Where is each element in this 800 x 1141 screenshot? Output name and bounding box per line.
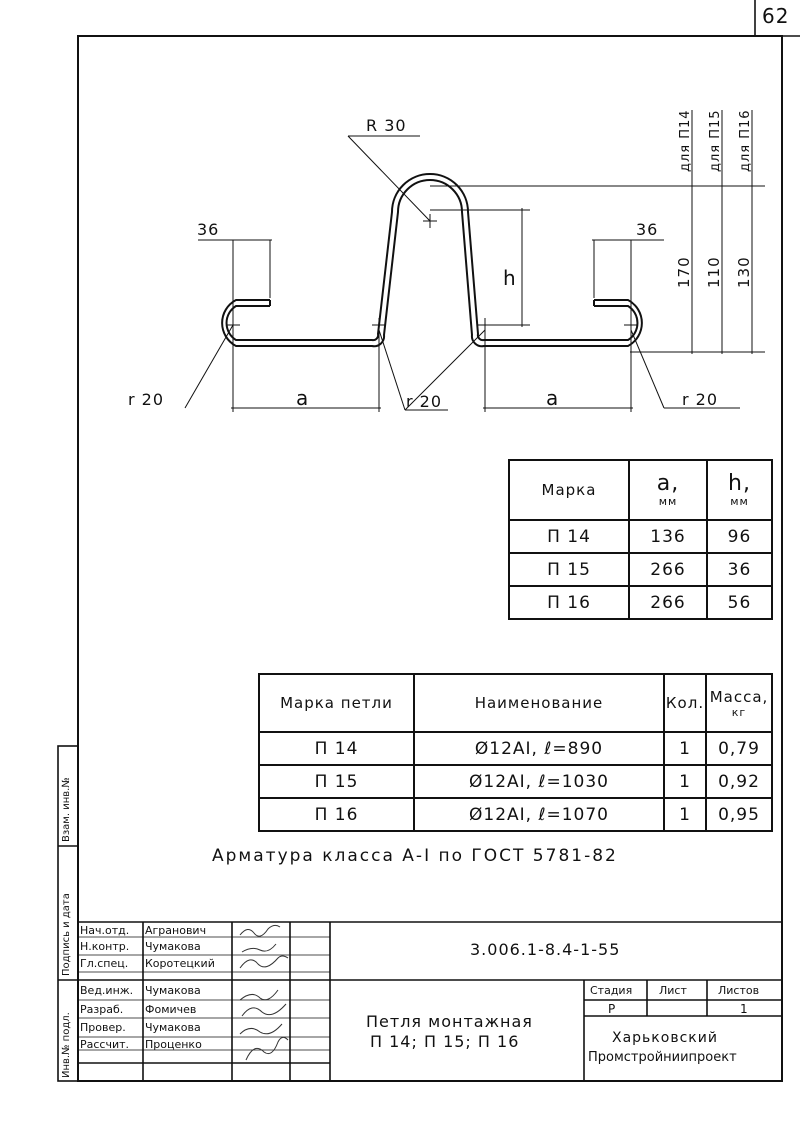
table-row: П 16 266 56 <box>508 585 773 620</box>
table-row: П 14 136 96 <box>508 519 773 554</box>
name-5: Фомичев <box>145 1003 197 1016</box>
organization-line1: Харьковский <box>612 1030 718 1046</box>
dim-a-right: a <box>546 386 560 410</box>
dimensions-table: Марка a, мм h, мм П 14 136 96 П 15 266 3… <box>508 459 773 620</box>
table-row: П 15 Ø12АI, ℓ=1030 1 0,92 <box>258 764 773 799</box>
cell-h: 96 <box>706 519 773 554</box>
side-strip-inv-no: Инв.№ подл. <box>61 1012 72 1078</box>
role-2: Н.контр. <box>80 940 130 953</box>
side-strip-signature-date: Подпись и дата <box>61 893 72 976</box>
height-label-p15: для П15 <box>708 109 723 172</box>
dim-36-left: 36 <box>197 220 220 239</box>
cell-h: 36 <box>706 552 773 587</box>
cell-mark: П 14 <box>508 519 630 554</box>
dim-a-left: a <box>296 386 310 410</box>
specification-table: Марка петли Наименование Кол. Масса, кг … <box>258 673 773 832</box>
dim-h-label: h <box>503 266 517 290</box>
header-h-symbol: h, <box>728 470 751 496</box>
reinforcement-note: Арматура класса А-I по ГОСТ 5781-82 <box>212 846 618 866</box>
header-name: Наименование <box>413 673 665 733</box>
r20-left-label: r 20 <box>128 390 165 409</box>
cell-mark: П 16 <box>508 585 630 620</box>
name-4: Чумакова <box>145 984 201 997</box>
stage-value: Р <box>608 1002 616 1016</box>
header-h: h, мм <box>706 459 773 521</box>
role-6: Провер. <box>80 1021 126 1034</box>
drawing-title-line1: Петля монтажная <box>366 1012 533 1031</box>
radius-label: R 30 <box>366 116 407 135</box>
sheet-header: Лист <box>659 984 687 997</box>
header-a-unit: мм <box>658 494 678 508</box>
cell-mass: 0,95 <box>705 797 773 832</box>
height-value-p16: 130 <box>735 256 753 288</box>
cell-mark: П 15 <box>508 552 630 587</box>
cell-a: 266 <box>628 585 708 620</box>
cell-loop-mark: П 14 <box>258 731 415 766</box>
role-1: Нач.отд. <box>80 924 130 937</box>
cell-name: Ø12АI, ℓ=1070 <box>413 797 665 832</box>
height-value-p14: 170 <box>675 256 693 288</box>
sheets-value: 1 <box>740 1002 748 1016</box>
header-qty: Кол. <box>663 673 707 733</box>
role-4: Вед.инж. <box>80 984 134 997</box>
header-mass-unit: кг <box>731 705 747 719</box>
cell-a: 266 <box>628 552 708 587</box>
dim-36-right: 36 <box>636 220 659 239</box>
cell-mass: 0,79 <box>705 731 773 766</box>
name-7: Проценко <box>145 1038 202 1051</box>
role-7: Рассчит. <box>80 1038 130 1051</box>
name-6: Чумакова <box>145 1021 201 1034</box>
side-strip-replaced-inv: Взам. инв.№ <box>61 777 72 842</box>
header-mass: Масса, кг <box>705 673 773 733</box>
cell-a: 136 <box>628 519 708 554</box>
cell-qty: 1 <box>663 731 707 766</box>
height-label-p14: для П14 <box>678 109 693 172</box>
signatures <box>239 924 289 1061</box>
cell-loop-mark: П 15 <box>258 764 415 799</box>
table-row: П 16 Ø12АI, ℓ=1070 1 0,95 <box>258 797 773 832</box>
header-a: a, мм <box>628 459 708 521</box>
drawing-title-line2: П 14; П 15; П 16 <box>370 1032 520 1051</box>
height-label-p16: для П16 <box>738 109 753 172</box>
stage-header: Стадия <box>590 984 633 997</box>
header-mass-label: Масса, <box>709 687 769 706</box>
name-2: Чумакова <box>145 940 201 953</box>
cell-loop-mark: П 16 <box>258 797 415 832</box>
role-3: Гл.спец. <box>80 957 129 970</box>
name-3: Коротецкий <box>145 957 215 970</box>
document-code: 3.006.1-8.4-1-55 <box>470 940 621 959</box>
cell-name: Ø12АI, ℓ=890 <box>413 731 665 766</box>
page-number: 62 <box>762 4 790 28</box>
name-1: Агранович <box>145 924 207 937</box>
role-5: Разраб. <box>80 1003 124 1016</box>
cell-mass: 0,92 <box>705 764 773 799</box>
header-h-unit: мм <box>730 494 749 508</box>
table-row: П 14 Ø12АI, ℓ=890 1 0,79 <box>258 731 773 766</box>
sheets-header: Листов <box>718 984 760 997</box>
header-loop-mark: Марка петли <box>258 673 415 733</box>
cell-h: 56 <box>706 585 773 620</box>
cell-qty: 1 <box>663 797 707 832</box>
header-a-symbol: a, <box>656 470 680 496</box>
cell-name: Ø12АI, ℓ=1030 <box>413 764 665 799</box>
r20-mid-label: r 20 <box>406 392 443 411</box>
rebar-loop <box>221 173 643 348</box>
height-value-p15: 110 <box>705 256 723 288</box>
r20-right-label: r 20 <box>682 390 719 409</box>
organization-line2: Промстройниипроект <box>588 1050 737 1065</box>
header-mark: Марка <box>508 459 630 521</box>
cell-qty: 1 <box>663 764 707 799</box>
table-row: П 15 266 36 <box>508 552 773 587</box>
